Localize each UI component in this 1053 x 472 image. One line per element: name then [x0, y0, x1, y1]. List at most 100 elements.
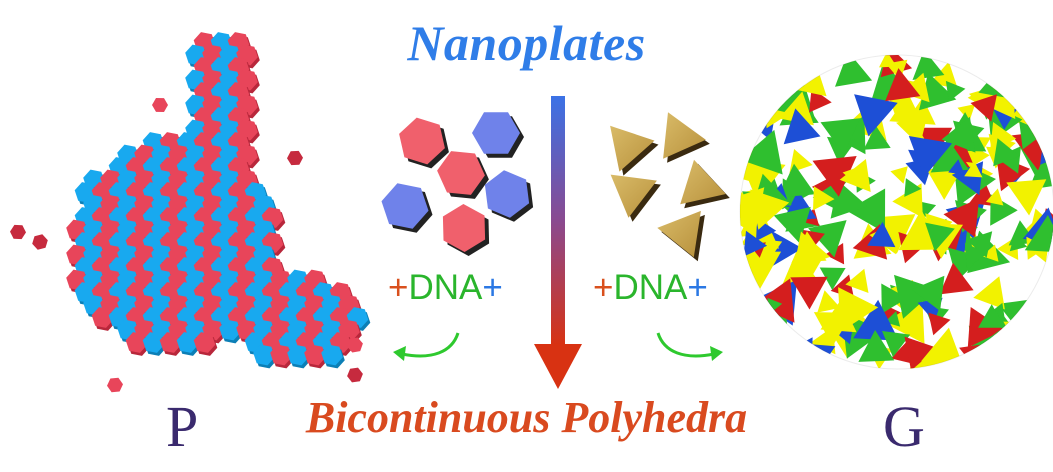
g-triangle-plate	[740, 129, 783, 175]
g-triangle-plate	[939, 262, 974, 295]
g-triangle-plate	[813, 186, 835, 211]
title-nanoplates: Nanoplates	[407, 15, 646, 71]
g-triangle-plate	[790, 276, 828, 310]
g-triangle-plate	[812, 156, 857, 197]
g-triangle-plate	[921, 327, 965, 369]
g-triangle-plate	[912, 55, 945, 80]
p-hexagon-face	[253, 344, 275, 366]
plus-sign: +	[482, 268, 503, 307]
hexagon-nanoplate-icon	[437, 151, 485, 195]
p-hexagon-face	[270, 344, 292, 366]
phase-label-p: P	[166, 394, 199, 459]
g-triangle-plate	[858, 330, 895, 362]
p-hexagon-face	[91, 307, 114, 328]
g-triangle-plate	[854, 94, 898, 137]
hexagon-nanoplate-icon	[399, 117, 445, 165]
g-triangle-plate	[904, 178, 922, 197]
g-triangle-plate	[966, 231, 993, 258]
g-triangle-plate	[839, 159, 871, 192]
g-triangle-plate	[819, 267, 846, 291]
g-triangle-plate	[846, 188, 886, 233]
hexagon-nanoplate-icon	[472, 112, 520, 154]
g-triangle-plate	[1019, 121, 1046, 150]
g-triangle-plate	[884, 298, 925, 344]
g-triangle-plate	[904, 336, 938, 369]
g-triangle-plate	[1006, 179, 1047, 216]
g-triangle-plate	[973, 276, 1005, 310]
g-triangle-plate	[793, 231, 831, 270]
dna-word: DNA	[408, 268, 483, 307]
g-triangle-plate	[867, 221, 896, 248]
p-hexagon-face	[219, 319, 241, 341]
plus-sign: +	[687, 268, 708, 307]
triangle-nanoplate-icon	[657, 210, 701, 258]
g-triangle-plate	[990, 122, 1017, 151]
dna-label-right: +DNA+	[593, 268, 708, 308]
g-triangle-plate	[885, 59, 908, 81]
phase-label-g: G	[883, 394, 925, 459]
triangle-nanoplate-icon	[610, 174, 657, 218]
g-triangle-plate	[964, 161, 983, 178]
p-stray-plate	[287, 150, 303, 166]
g-triangle-plate	[908, 136, 953, 178]
p-stray-plate	[347, 337, 363, 353]
g-triangle-plate	[948, 159, 965, 175]
g-triangle-plate	[970, 94, 997, 122]
g-triangle-plate	[778, 91, 814, 126]
p-hexagon-face	[125, 332, 148, 353]
g-triangle-plate	[783, 108, 821, 145]
g-triangle-plate	[889, 93, 923, 124]
g-cluster-rim	[739, 54, 1053, 370]
p-hexagon-face	[176, 332, 199, 353]
p-hexagon-face	[304, 344, 326, 366]
p-hexagon-face	[287, 344, 309, 366]
g-triangle-plate	[881, 283, 908, 314]
g-triangle-plate	[743, 230, 768, 257]
g-triangle-plate	[981, 244, 999, 262]
g-triangle-plate	[892, 183, 923, 218]
p-hexagon-face	[159, 332, 182, 353]
g-triangle-plate	[925, 222, 955, 252]
g-triangle-plate	[817, 290, 841, 313]
p-hexagon-face	[321, 344, 343, 366]
g-triangle-plate	[943, 198, 980, 238]
g-triangle-plate	[835, 55, 873, 87]
g-triangle-plate	[882, 331, 911, 358]
g-triangle-plate	[926, 169, 962, 200]
g-triangle-plate	[740, 187, 765, 232]
g-triangle-plate	[964, 242, 988, 268]
p-stray-plate	[347, 367, 363, 383]
g-triangle-plate	[880, 55, 913, 78]
hexagon-nanoplate-icon	[381, 183, 429, 229]
hexagon-nanoplate-icon	[484, 170, 530, 218]
g-triangle-plate	[957, 104, 976, 122]
p-stray-plate	[32, 234, 48, 250]
g-triangle-plate	[838, 287, 879, 332]
g-triangle-plate	[820, 118, 861, 155]
p-stray-plate	[152, 98, 168, 112]
p-hexagon-face	[142, 332, 165, 353]
plus-sign: +	[593, 268, 614, 307]
triangle-nanoplate-icon	[663, 112, 706, 159]
g-triangle-plate	[941, 116, 976, 153]
g-triangle-plate	[885, 68, 921, 102]
g-triangle-plate	[978, 304, 1006, 328]
dna-label-left: +DNA+	[388, 268, 503, 308]
g-triangle-plate	[993, 138, 1020, 167]
g-triangle-plate	[845, 268, 869, 293]
g-triangle-plate	[928, 312, 951, 336]
g-triangle-plate	[853, 299, 899, 341]
triangle-nanoplate-icon	[680, 159, 726, 205]
p-stray-plate	[107, 377, 123, 393]
g-triangle-plate	[945, 80, 966, 102]
hexagon-nanoplate-icon	[442, 204, 486, 252]
p-hexagon-face	[193, 332, 216, 353]
title-bicontinuous-polyhedra: Bicontinuous Polyhedra	[305, 393, 748, 442]
g-triangle-plate	[985, 188, 1004, 206]
